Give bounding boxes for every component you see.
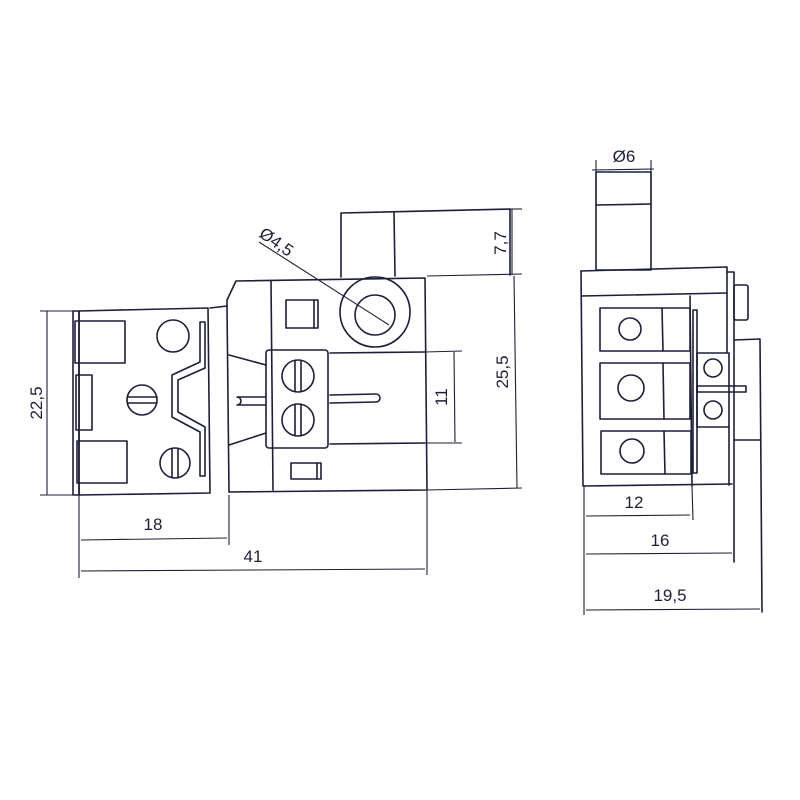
side-view: Ø6 12 16 19,5 [580,147,763,615]
side-frame-left [580,270,733,487]
left-slot-bottom [76,440,128,484]
small-terminal [696,352,730,428]
terminal-cell-1 [599,307,691,352]
front-view: 22,5 18 41 Ø4,5 7,7 25,5 11 [27,208,523,578]
left-body [78,307,211,496]
dim-boss-diameter: Ø6 [613,147,636,166]
side-tab [733,284,749,321]
screw-icon [126,384,158,416]
small-hole [703,358,723,378]
pin-right [329,393,381,404]
dim-hole-diameter: Ø4,5 [256,224,297,261]
mount-hole [354,294,396,336]
dim-height-left: 22,5 [27,386,46,419]
left-slot-mid [75,374,93,431]
cell-hole [619,438,645,464]
bottom-slot [290,462,322,480]
dim-height-right: 25,5 [493,355,512,388]
dim-top-boss: 7,7 [491,231,510,255]
top-boss [340,208,511,278]
pin [696,385,747,393]
small-hole [703,400,723,420]
dim-depth-16: 16 [651,531,670,550]
cell-hole [618,317,642,341]
dim-width-41: 41 [244,547,263,566]
din-clip [171,321,206,477]
screw-icon [281,403,315,437]
side-frame-top [580,266,728,353]
dim-width-18: 18 [144,515,163,534]
dim-depth-12: 12 [625,493,644,512]
terminal-cell-3 [600,430,692,475]
terminal-cell-2 [599,362,691,420]
dim-depth-19-5: 19,5 [653,586,686,605]
terminal-block [265,349,329,449]
pin-left [236,396,267,406]
screw-icon [281,359,315,393]
side-boss [595,171,652,271]
left-hole [156,319,190,353]
square-slot [285,299,319,329]
cell-hole [617,374,645,402]
right-end [726,271,763,613]
left-slot-top [74,320,126,364]
right-body [226,277,428,493]
screw-icon [159,447,191,479]
mount-ring [339,276,411,348]
dim-terminal-spacing: 11 [432,388,451,406]
